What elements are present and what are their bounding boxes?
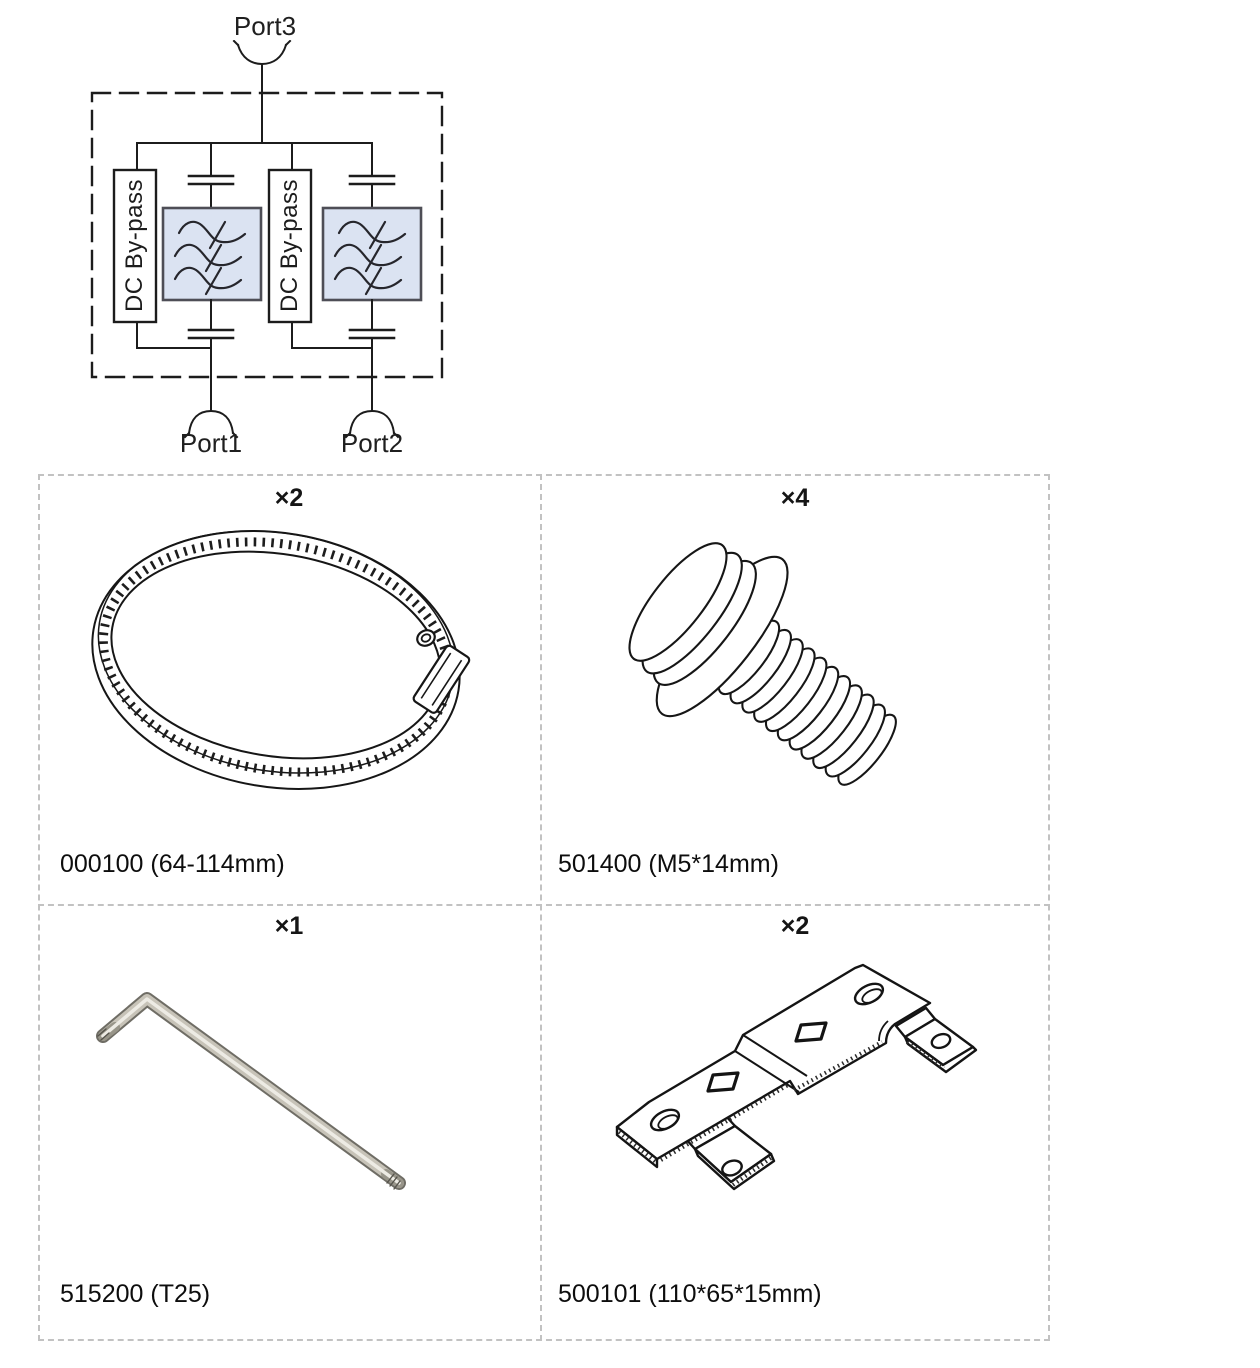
diplexer-schematic [90,40,444,439]
enclosure-dashed-box [90,91,444,379]
parts-grid-row-divider [38,904,1050,906]
square-hole [706,1071,740,1093]
port3-connector-icon [236,43,288,66]
hose-clamp-illustration [91,530,471,790]
port1-label: Port1 [179,428,243,458]
flange-screw-illustration [628,542,897,786]
port2-connector-icon [348,409,396,435]
filter-wave-icons-right [333,220,407,296]
mounting-bracket-illustration [615,963,978,1191]
parts-grid-column-divider [540,474,542,1341]
quantity-bracket: ×2 [780,912,810,940]
quantity-hose-clamp: ×2 [274,484,304,512]
quantity-torx-key: ×1 [274,912,304,940]
dc-bypass-box-right [267,168,313,324]
filter-wave-icons-left [173,220,247,296]
port3-label: Port3 [233,11,297,41]
parts-grid [38,474,1050,1341]
dc-bypass-label-right: DC By-pass [276,179,303,313]
part-label-flange-screw: 501400 (M5*14mm) [558,850,779,878]
quantity-flange-screw: ×4 [780,484,810,512]
part-label-torx-key: 515200 (T25) [60,1280,211,1308]
part-label-hose-clamp: 000100 (64-114mm) [60,850,285,878]
torx-tip-ridges [97,1028,401,1190]
clamp-screw-head [416,629,436,647]
port1-connector-icon [187,409,235,435]
torx-key-illustration [96,992,406,1190]
part-label-bracket: 500101 (110*65*15mm) [558,1280,822,1308]
square-hole [794,1021,828,1043]
port2-label: Port2 [340,428,404,458]
dc-bypass-label-left: DC By-pass [121,179,148,313]
clamp-worm-housing [412,644,471,714]
dc-bypass-box-left [112,168,158,324]
